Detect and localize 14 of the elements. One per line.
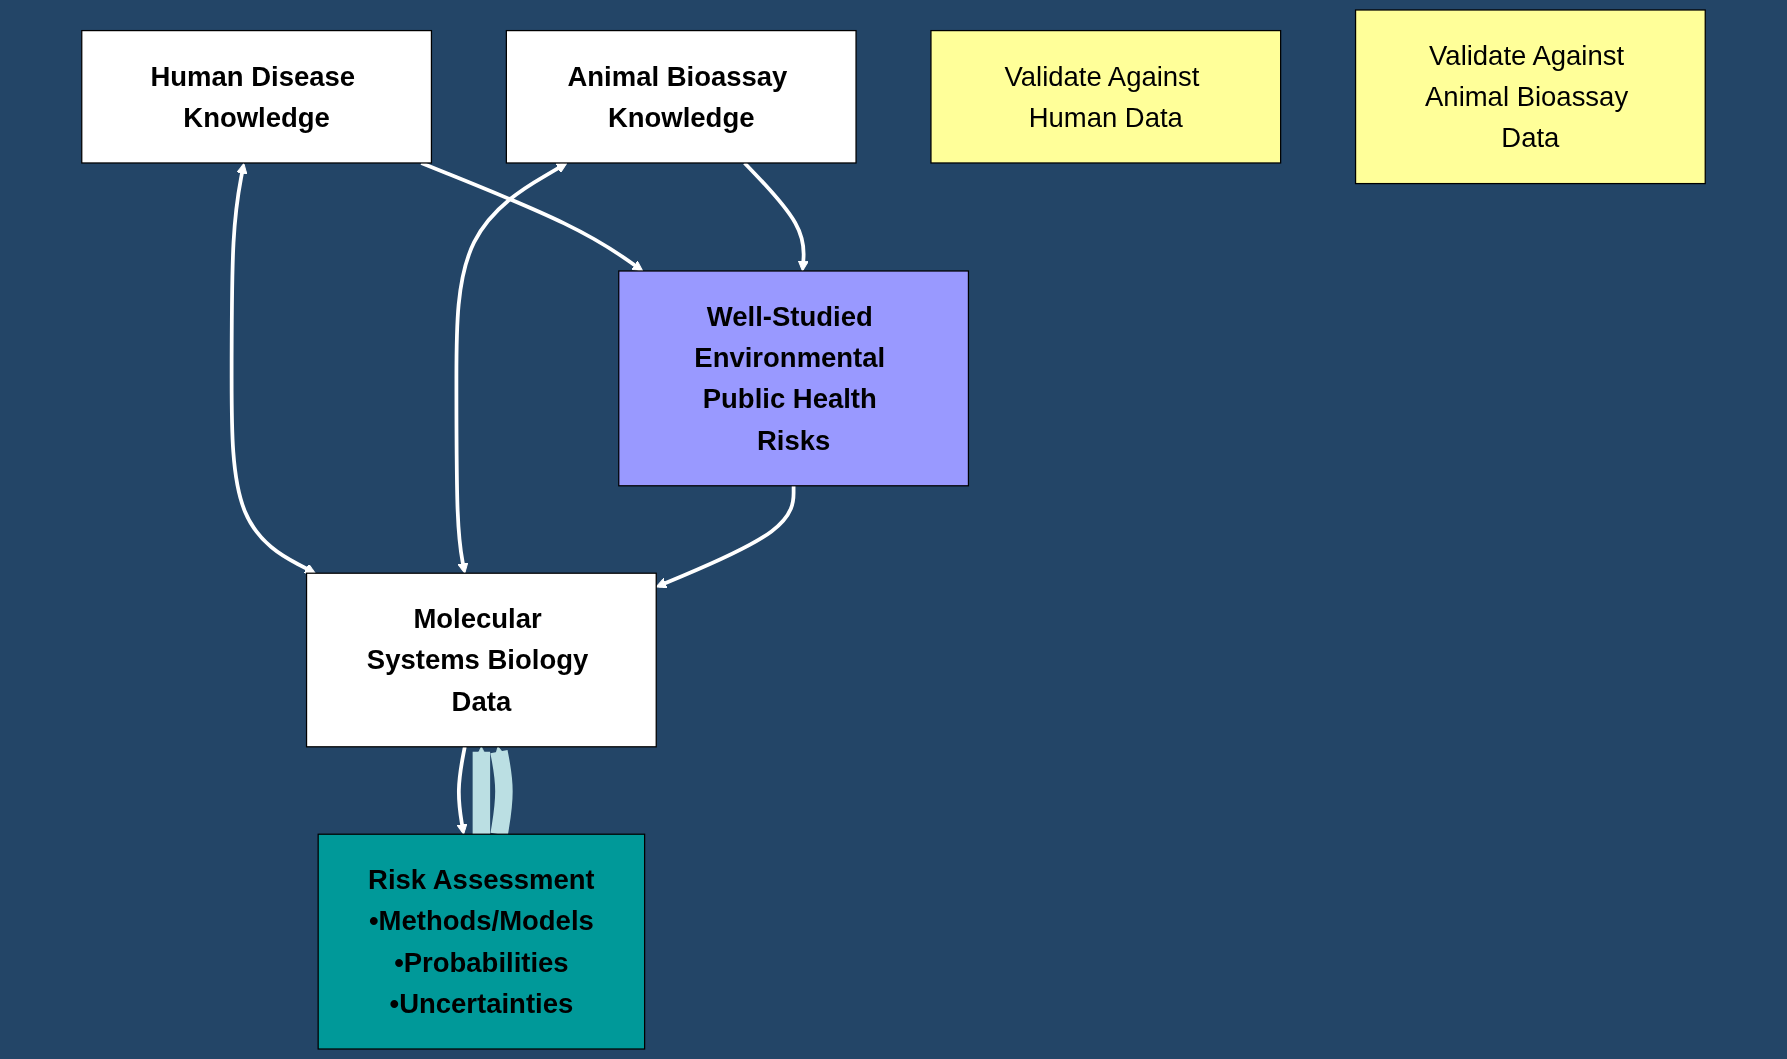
arrow [472,746,491,836]
node-box: Well-Studied Environmental Public Health Risks [618,270,970,487]
arrow [743,161,809,272]
node-box: Animal Bioassay Knowledge [505,29,857,164]
arrow [490,746,513,836]
arrow [454,162,568,574]
node-box: Molecular Systems Biology Data [305,572,657,748]
node-box: Validate Against Human Data [930,29,1282,164]
arrow [420,161,644,272]
node-box: Risk Assessment •Methods/Models •Probabilities •Uncertainties [317,833,646,1050]
node-box: Human Disease Knowledge [81,29,433,164]
arrow [456,746,468,835]
arrow [229,162,316,574]
node-box: Validate Against Animal Bioassay Data [1354,9,1706,185]
